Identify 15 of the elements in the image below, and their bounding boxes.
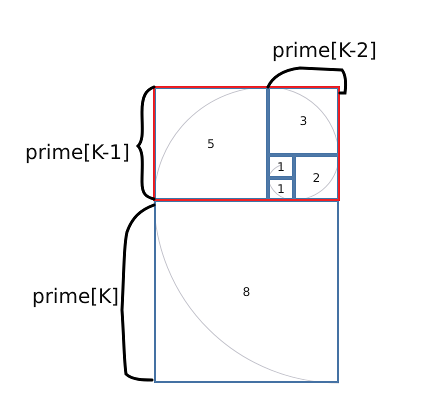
dimension-label: prime[K-2] [272,38,377,62]
square [268,87,339,155]
square [268,155,294,178]
square-number: 8 [242,284,250,298]
dimension-label: prime[K-1] [25,140,130,164]
square [268,178,294,200]
square-number: 3 [300,114,308,128]
square-number: 1 [277,182,285,196]
dimension-label: prime[K] [32,284,119,308]
square-number: 2 [312,170,320,184]
square [294,155,339,200]
square [154,200,339,383]
square-number: 1 [277,160,285,174]
square-number: 5 [207,136,215,150]
square [154,87,268,200]
